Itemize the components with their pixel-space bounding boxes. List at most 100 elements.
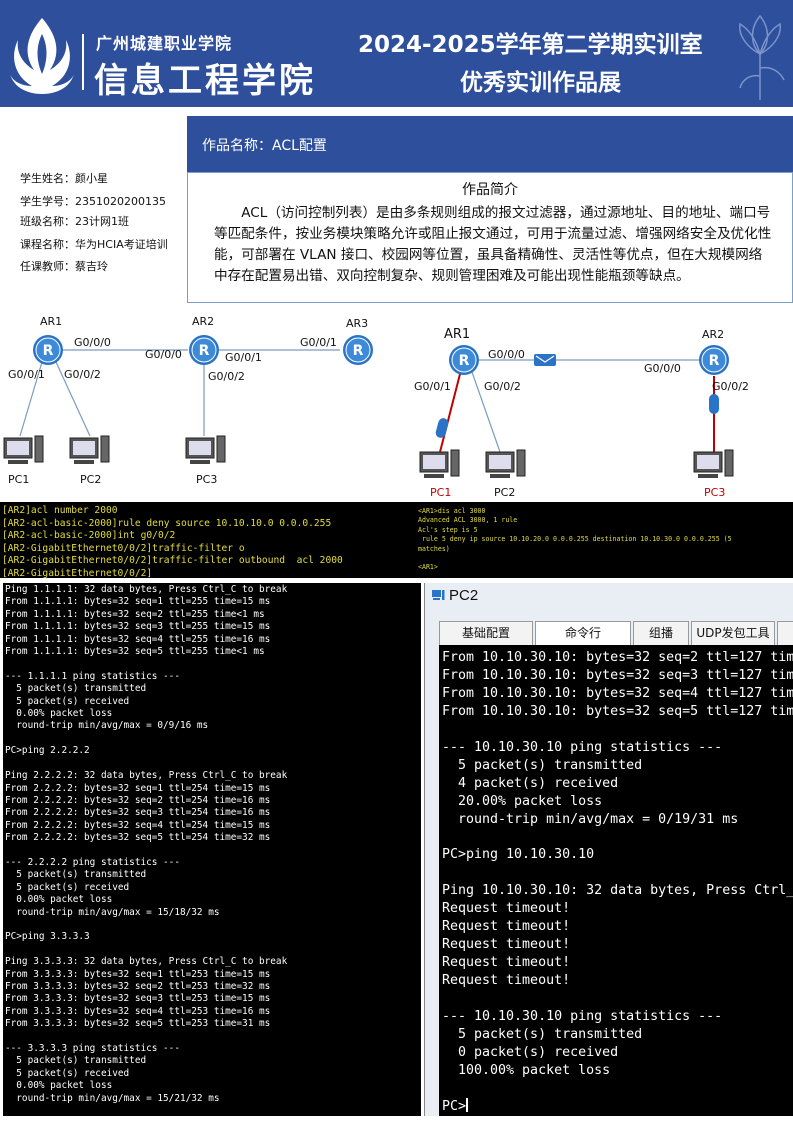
terminal-line [5, 944, 421, 956]
svg-text:AR2: AR2 [702, 328, 724, 341]
terminal-line [5, 733, 421, 745]
school-name: 信息工程学院 [94, 61, 316, 101]
tab-udp-tool[interactable]: UDP发包工具 [691, 621, 775, 645]
svg-text:G0/0/2: G0/0/2 [208, 370, 245, 383]
terminal-line: From 1.1.1.1: bytes=32 seq=3 ttl=255 tim… [5, 621, 271, 633]
svg-text:G0/0/1: G0/0/1 [225, 351, 262, 364]
terminal-line: --- 2.2.2.2 ping statistics --- [5, 856, 180, 868]
exhibit-title-line1: 2024-2025学年第二学期实训室 [358, 32, 703, 58]
terminal-line: matches) [418, 544, 450, 553]
svg-text:AR1: AR1 [40, 315, 62, 328]
text-cursor [466, 1097, 469, 1112]
pc2-window: PC2 基础配置 命令行 组播 UDP发包工具 From 10.10.30.10… [424, 583, 793, 1116]
terminal-line: 0.00% packet loss [5, 708, 113, 720]
logo-divider [82, 34, 84, 90]
ar2-acl-terminal[interactable]: [AR2]acl number 2000[AR2-acl-basic-2000]… [0, 502, 416, 578]
svg-text:PC3: PC3 [704, 486, 725, 499]
terminal-line [5, 1031, 421, 1043]
pc1-ping-terminal[interactable]: Ping 1.1.1.1: 32 data bytes, Press Ctrl_… [3, 583, 421, 1116]
terminal-line: From 1.1.1.1: bytes=32 seq=2 ttl=255 tim… [5, 608, 265, 620]
terminal-line: Request timeout! [442, 937, 571, 953]
terminal-line [442, 1080, 793, 1098]
terminal-line: Request timeout! [442, 901, 571, 917]
diagram2-pcs [419, 449, 734, 479]
terminal-line: From 3.3.3.3: bytes=32 seq=3 ttl=253 tim… [5, 993, 271, 1005]
svg-text:PC2: PC2 [80, 473, 101, 486]
terminal-line [442, 990, 793, 1008]
tab-command-line[interactable]: 命令行 [535, 621, 631, 646]
terminal-line: 5 packet(s) transmitted [442, 757, 643, 773]
terminal-line [5, 658, 421, 670]
intro-box: 作品简介 ACL（访问控制列表）是由多条规则组成的报文过滤器，通过源地址、目的地… [187, 172, 793, 303]
svg-text:G0/0/0: G0/0/0 [488, 348, 525, 361]
teacher-name: 任课教师：蔡吉玲 [20, 260, 108, 273]
terminal-line: PC>ping 2.2.2.2 [5, 745, 90, 757]
terminal-line [442, 864, 793, 882]
terminal-line: --- 3.3.3.3 ping statistics --- [5, 1043, 180, 1055]
terminal-line: From 10.10.30.10: bytes=32 seq=3 ttl=127… [442, 667, 793, 683]
exhibit-title-line2: 优秀实训作品展 [460, 70, 621, 96]
terminal-line: [AR2-GigabitEthernet0/0/2] [2, 567, 153, 578]
svg-text:G0/0/0: G0/0/0 [644, 362, 681, 375]
terminal-line: round-trip min/avg/max = 15/21/32 ms [5, 1092, 220, 1104]
terminal-line: --- 10.10.30.10 ping statistics --- [442, 739, 723, 755]
tab-basic-config[interactable]: 基础配置 [439, 621, 533, 645]
terminal-line: 100.00% packet loss [442, 1062, 611, 1078]
terminal-line: Ping 3.3.3.3: 32 data bytes, Press Ctrl_… [5, 956, 288, 968]
pc2-window-icon [432, 590, 445, 600]
terminal-line: From 3.3.3.3: bytes=32 seq=4 ttl=253 tim… [5, 1005, 271, 1017]
terminal-line: 0.00% packet loss [5, 894, 113, 906]
college-logo-icon [10, 18, 74, 94]
work-name-bar [187, 116, 793, 172]
terminal-line: [AR2-acl-basic-2000]rule deny source 10.… [2, 517, 332, 529]
terminal-line: Request timeout! [442, 955, 571, 971]
terminal-line: [AR2-GigabitEthernet0/0/2]traffic-filter… [2, 542, 245, 554]
svg-text:G0/0/2: G0/0/2 [712, 380, 749, 393]
terminal-line: From 2.2.2.2: bytes=32 seq=2 ttl=254 tim… [5, 794, 271, 806]
pc2-command-terminal[interactable]: From 10.10.30.10: bytes=32 seq=2 ttl=127… [439, 645, 793, 1116]
class-name: 班级名称：23计网1班 [20, 215, 129, 228]
intro-title: 作品简介 [462, 182, 518, 198]
tab-overflow[interactable] [777, 621, 793, 645]
svg-text:AR1: AR1 [444, 327, 470, 342]
terminal-line: 5 packet(s) transmitted [5, 1055, 147, 1067]
terminal-line: From 2.2.2.2: bytes=32 seq=4 ttl=254 tim… [5, 819, 271, 831]
svg-text:PC3: PC3 [196, 473, 217, 486]
terminal-line: From 2.2.2.2: bytes=32 seq=3 ttl=254 tim… [5, 807, 271, 819]
terminal-line: 20.00% packet loss [442, 793, 603, 809]
terminal-line [5, 845, 421, 857]
terminal-line: From 3.3.3.3: bytes=32 seq=2 ttl=253 tim… [5, 981, 271, 992]
terminal-line: 5 packet(s) transmitted [442, 1027, 643, 1043]
svg-text:AR3: AR3 [346, 317, 368, 330]
terminal-line: From 3.3.3.3: bytes=32 seq=5 ttl=253 tim… [5, 1018, 271, 1030]
terminal-line: Request timeout! [442, 973, 571, 989]
terminal-line: PC> [442, 1097, 469, 1114]
svg-text:G0/0/1: G0/0/1 [8, 368, 45, 381]
svg-text:G0/0/0: G0/0/0 [74, 336, 111, 349]
student-id: 学生学号：2351020200135 [20, 195, 166, 208]
svg-text:G0/0/2: G0/0/2 [484, 380, 521, 393]
svg-text:G0/0/1: G0/0/1 [300, 336, 337, 349]
terminal-line: From 1.1.1.1: bytes=32 seq=5 ttl=255 tim… [5, 646, 265, 658]
terminal-line: 4 packet(s) received [442, 775, 619, 791]
terminal-line: rule 5 deny ip source 10.10.20.0 0.0.0.2… [418, 535, 732, 544]
terminal-line: --- 10.10.30.10 ping statistics --- [442, 1009, 723, 1025]
terminal-line: --- 1.1.1.1 ping statistics --- [5, 670, 180, 682]
terminal-line: Acl's step is 5 [418, 525, 478, 534]
terminal-line: [AR2-GigabitEthernet0/0/2]traffic-filter… [2, 555, 343, 567]
svg-text:G0/0/1: G0/0/1 [414, 380, 451, 393]
terminal-line: [AR2-acl-basic-2000]int g0/0/2 [2, 530, 176, 542]
svg-text:PC2: PC2 [494, 486, 515, 499]
topology-diagrams: R [3, 315, 749, 499]
college-name: 广州城建职业学院 [96, 34, 233, 53]
terminal-line: [AR2]acl number 2000 [2, 505, 118, 516]
terminal-line: 5 packet(s) received [5, 695, 130, 707]
svg-text:AR2: AR2 [192, 315, 214, 328]
terminal-line: 0 packet(s) received [442, 1044, 619, 1060]
terminal-line: 0.00% packet loss [5, 1080, 113, 1092]
tab-multicast[interactable]: 组播 [633, 621, 689, 645]
terminal-line: From 10.10.30.10: bytes=32 seq=2 ttl=127… [442, 650, 793, 665]
terminal-line: 5 packet(s) received [5, 881, 130, 893]
lotus-decoration-icon [739, 14, 785, 100]
